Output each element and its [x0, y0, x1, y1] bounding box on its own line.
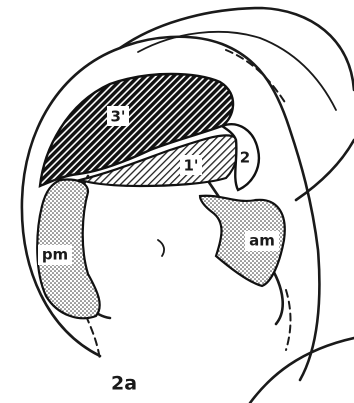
label-3-prime: 3'	[110, 108, 125, 126]
lower-body-outline	[250, 338, 354, 403]
label-am: am	[249, 232, 275, 250]
dashed-guide-bottom-right	[286, 290, 291, 350]
outer-shell-right-edge	[296, 140, 354, 200]
label-pm: pm	[42, 246, 68, 264]
inner-arc	[158, 240, 164, 256]
label-2: 2	[240, 149, 250, 167]
label-1-prime: 1'	[183, 157, 198, 175]
figure-caption: 2a	[111, 373, 137, 395]
